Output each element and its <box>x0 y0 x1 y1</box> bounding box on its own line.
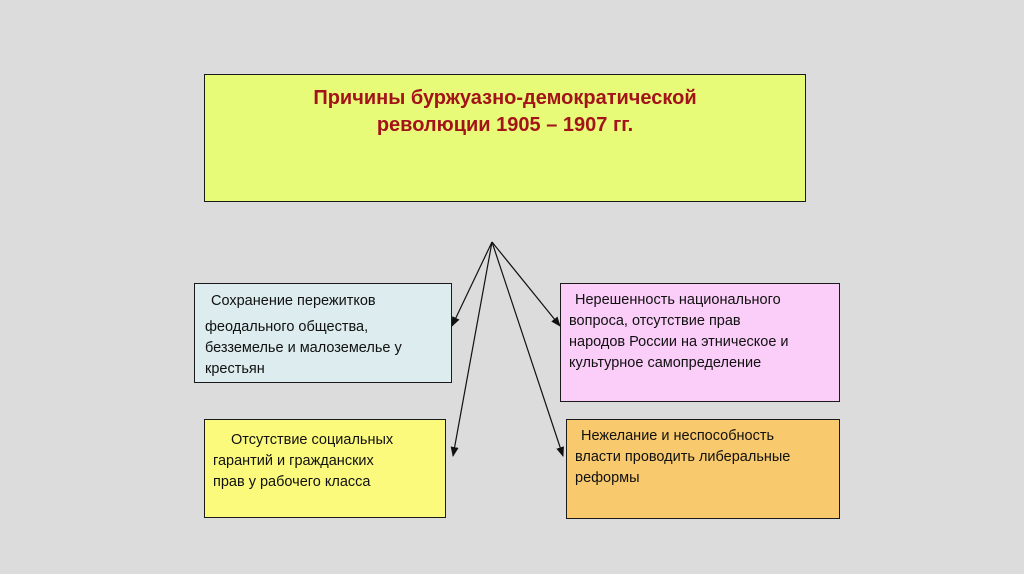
arrow-to-top-right <box>491 241 561 327</box>
cause-text-line: власти проводить либеральные <box>575 449 791 465</box>
cause-text-line: вопроса, отсутствие прав <box>569 313 741 329</box>
cause-text-line: Нерешенность национального <box>575 292 781 308</box>
cause-text-line: культурное самопределение <box>569 355 762 371</box>
cause-text-line: прав у рабочего класса <box>213 474 371 490</box>
cause-text-line: Отсутствие социальных <box>231 432 394 448</box>
cause-box-workers-rights: Отсутствие социальных гарантий и граждан… <box>204 419 446 518</box>
title-line-1: Причины буржуазно-демократической <box>313 87 697 109</box>
cause-text-line: реформы <box>575 470 640 486</box>
cause-text-line: Сохранение пережитков <box>211 293 376 309</box>
cause-text-line: Нежелание и неспособность <box>581 428 775 444</box>
title-line-2: революции 1905 – 1907 гг. <box>376 114 634 136</box>
cause-box-national-question: Нерешенность национального вопроса, отсу… <box>560 283 840 402</box>
cause-text-line: крестьян <box>205 361 265 377</box>
cause-text-line: безземелье и малоземелье у <box>205 340 402 356</box>
cause-text-line: народов России на этническое и <box>569 334 789 350</box>
arrow-to-bottom-left <box>450 241 493 457</box>
title-box: Причины буржуазно-демократической револю… <box>204 74 806 202</box>
cause-text-line: феодального общества, <box>205 319 369 335</box>
cause-text-line: гарантий и гражданских <box>213 453 374 469</box>
arrow-to-top-left <box>451 241 493 327</box>
cause-box-government-reluctance: Нежелание и неспособность власти проводи… <box>566 419 840 519</box>
cause-box-feudal-remnants: Сохранение пережитков феодального общест… <box>194 283 452 383</box>
arrow-to-bottom-right <box>491 241 564 457</box>
